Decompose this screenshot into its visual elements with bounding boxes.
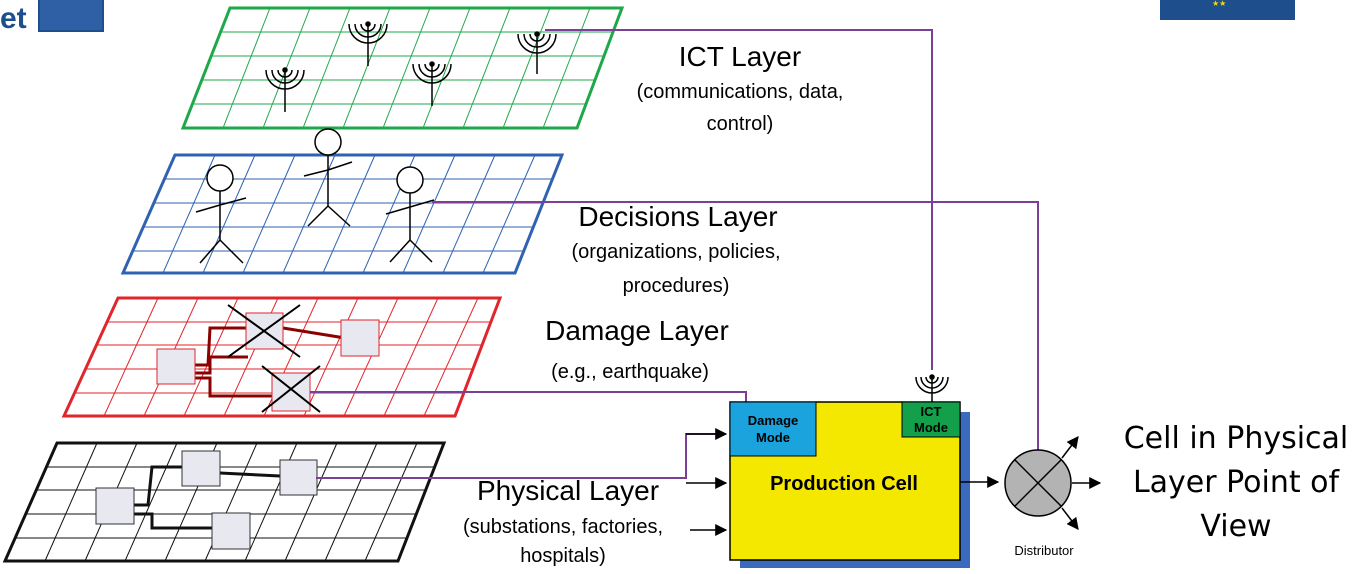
damage-layer-plane bbox=[61, 296, 503, 418]
ict-layer-title: ICT Layer bbox=[679, 41, 801, 72]
damage-layer-desc-1: (e.g., earthquake) bbox=[551, 361, 709, 383]
svg-text:★★: ★★ bbox=[1212, 0, 1226, 8]
antenna-icon bbox=[412, 61, 452, 106]
decisions-layer-plane bbox=[120, 153, 565, 275]
physical-layer-desc-1: (substations, factories, bbox=[463, 516, 663, 538]
antenna-icon bbox=[517, 31, 557, 74]
output-label-line-2: Layer Point of bbox=[1133, 465, 1341, 500]
svg-text:et: et bbox=[0, 2, 27, 35]
person-icon bbox=[385, 166, 435, 263]
antenna-icon bbox=[348, 21, 388, 66]
ict-layer-plane bbox=[180, 6, 625, 130]
decisions-layer-desc-2: procedures) bbox=[623, 275, 730, 297]
decisions-layer-title: Decisions Layer bbox=[578, 201, 777, 232]
person-icon bbox=[195, 164, 247, 264]
distributor-label: Distributor bbox=[1014, 543, 1074, 558]
production-cell-label: Production Cell bbox=[770, 473, 918, 495]
person-icon bbox=[303, 128, 353, 227]
eu-flag-topright: ★★ bbox=[1160, 0, 1295, 20]
logo-topleft: et bbox=[0, 0, 104, 35]
antenna-icon bbox=[265, 67, 305, 112]
input-arrows bbox=[686, 428, 1000, 536]
ict-layer-desc-2: control) bbox=[707, 113, 774, 135]
damage-layer-title: Damage Layer bbox=[545, 315, 729, 346]
damage-mode-label-1: Damage bbox=[748, 413, 799, 428]
output-label-line-3: View bbox=[1200, 509, 1271, 544]
ict-layer-desc-1: (communications, data, bbox=[637, 81, 844, 103]
physical-layer-desc-2: hospitals) bbox=[520, 545, 606, 567]
decisions-layer-desc-1: (organizations, policies, bbox=[572, 241, 781, 263]
output-label-line-1: Cell in Physical bbox=[1124, 421, 1349, 456]
ict-mode-box bbox=[901, 401, 961, 438]
damage-mode-box bbox=[729, 401, 817, 457]
distributor: Distributor bbox=[1004, 436, 1102, 558]
ict-mode-label-2: Mode bbox=[914, 420, 948, 435]
antenna-icon bbox=[915, 374, 949, 402]
ict-mode-label-1: ICT bbox=[921, 404, 942, 419]
physical-layer-plane bbox=[2, 441, 447, 563]
physical-layer-title: Physical Layer bbox=[477, 475, 659, 506]
production-cell: Damage Mode ICT Mode Production Cell bbox=[729, 401, 970, 568]
damage-mode-label-2: Mode bbox=[756, 430, 790, 445]
output-label: Cell in Physical Layer Point of View bbox=[1124, 421, 1349, 544]
